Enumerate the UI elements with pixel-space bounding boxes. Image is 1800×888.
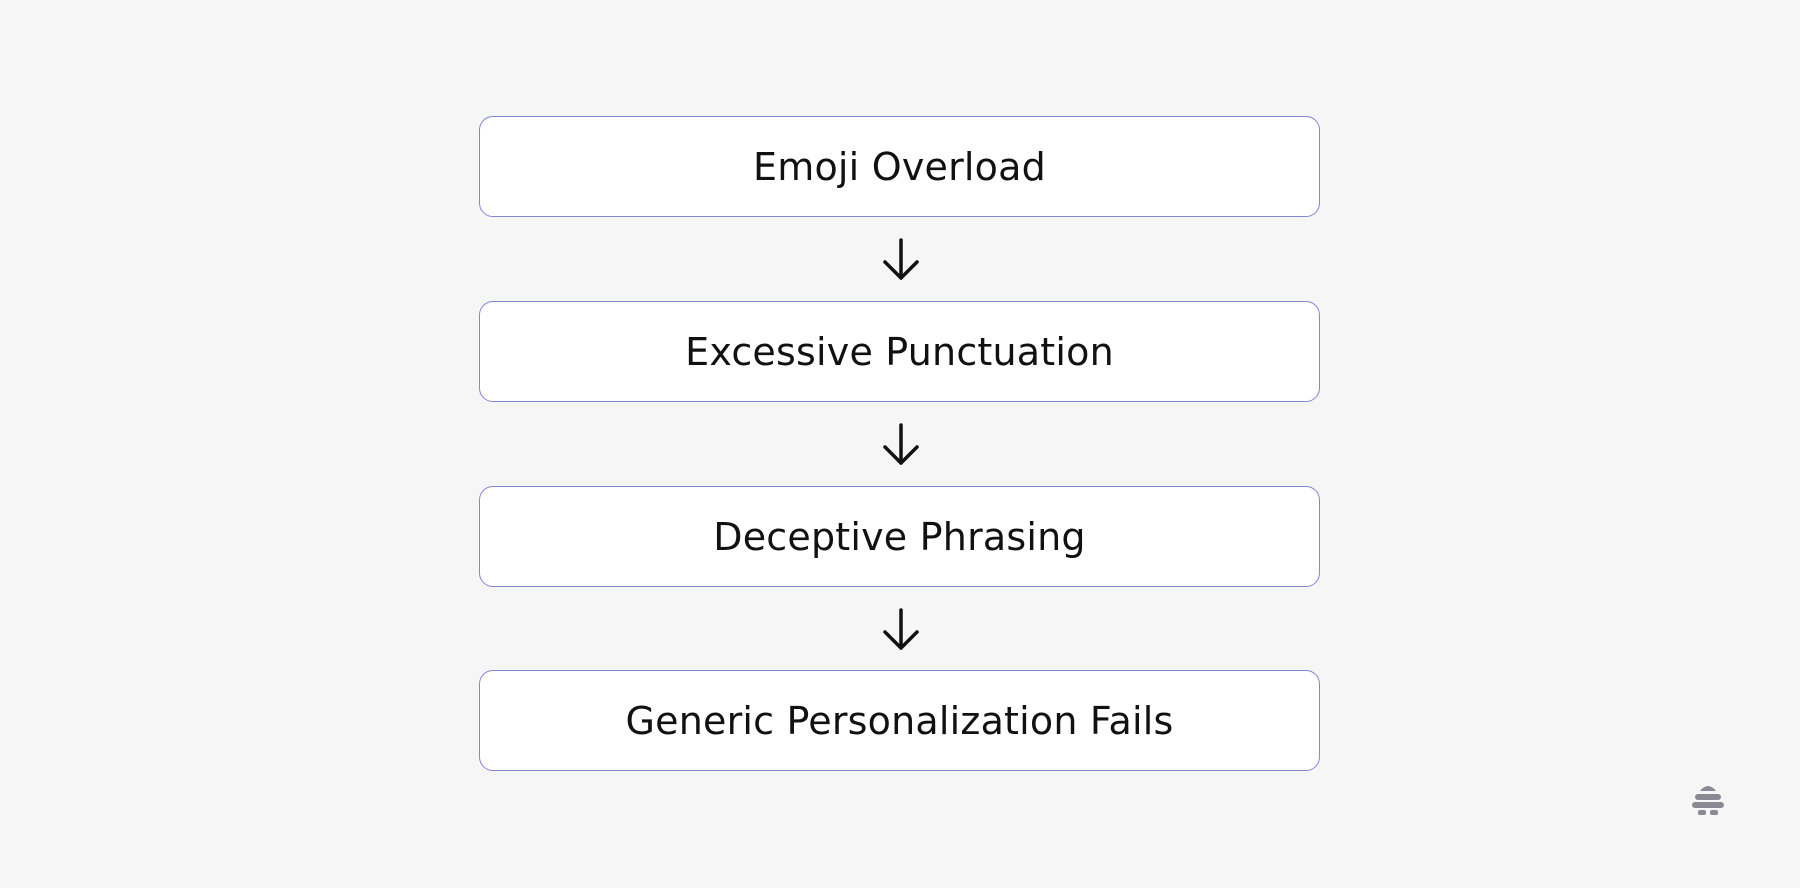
step-box-excessive-punctuation: Excessive Punctuation [479,301,1320,402]
arrow-down-icon [883,608,919,650]
step-label: Deceptive Phrasing [713,514,1086,559]
step-label: Excessive Punctuation [685,329,1114,374]
step-box-generic-personalization-fails: Generic Personalization Fails [479,670,1320,771]
step-label: Emoji Overload [753,144,1046,189]
arrow-down-icon [883,423,919,465]
step-label: Generic Personalization Fails [625,698,1174,743]
step-box-deceptive-phrasing: Deceptive Phrasing [479,486,1320,587]
step-box-emoji-overload: Emoji Overload [479,116,1320,217]
beehive-logo-icon [1692,786,1724,815]
arrow-down-icon [883,238,919,280]
